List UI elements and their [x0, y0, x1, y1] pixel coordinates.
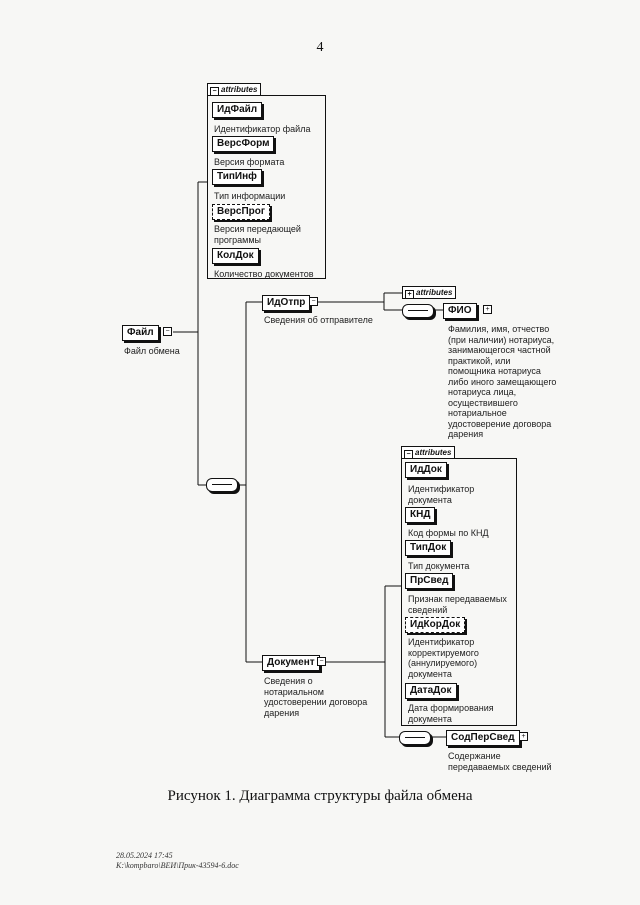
attr-koldok[interactable]: КолДок [212, 248, 259, 264]
doc-attributes-header[interactable]: −attributes [401, 446, 456, 459]
element-fio-desc: Фамилия, имя, отчество(при наличии) нота… [448, 324, 557, 439]
attr-tipinf[interactable]: ТипИнф [212, 169, 262, 185]
attr-datadok[interactable]: ДатаДок [405, 683, 457, 699]
expand-icon: + [405, 290, 414, 299]
figure-caption: Рисунок 1. Диаграмма структуры файла обм… [167, 788, 473, 804]
attr-koldok-desc: Количество документов [214, 269, 314, 279]
sequence-compositor-icon[interactable] [399, 731, 431, 745]
attr-tipdok[interactable]: ТипДок [405, 540, 452, 556]
root-attributes-header[interactable]: −attributes [207, 83, 262, 96]
element-idotpr-desc: Сведения об отправителе [264, 315, 373, 325]
attr-idfail-desc: Идентификатор файла [214, 124, 311, 134]
element-fio[interactable]: ФИО [443, 303, 477, 319]
attr-knd-desc: Код формы по КНД [408, 528, 489, 538]
element-idotpr[interactable]: ИдОтпр [262, 295, 311, 311]
attr-idkordok[interactable]: ИдКорДок [405, 617, 466, 633]
attr-versform-desc: Версия формата [214, 157, 285, 167]
footer-file-path: K:\kompbaro\ВЕИ\Прик-43594-6.doc [116, 861, 239, 870]
root-node-desc: Файл обмена [124, 346, 180, 356]
collapse-icon: − [404, 450, 413, 459]
expand-icon[interactable]: + [519, 732, 528, 741]
expand-icon[interactable]: − [309, 297, 318, 306]
expand-icon[interactable]: − [163, 327, 172, 336]
attr-iddok[interactable]: ИдДок [405, 462, 447, 478]
footer-timestamp: 28.05.2024 17:45 [116, 851, 173, 860]
attr-tipinf-desc: Тип информации [214, 191, 286, 201]
root-attributes-group [207, 95, 326, 279]
attr-versprog[interactable]: ВерсПрог [212, 204, 271, 220]
attr-idfail[interactable]: ИдФайл [212, 102, 263, 118]
collapse-icon: − [210, 87, 219, 96]
attr-prsved[interactable]: ПрСвед [405, 573, 454, 589]
attr-versprog-desc: Версия передающей программы [214, 224, 301, 245]
expand-icon[interactable]: + [483, 305, 492, 314]
sequence-compositor-icon[interactable] [206, 478, 238, 492]
element-dokument[interactable]: Документ [262, 655, 320, 671]
expand-icon[interactable]: − [317, 657, 326, 666]
element-sodpersved[interactable]: СодПерСвед [446, 730, 520, 746]
root-node-fail[interactable]: Файл [122, 325, 159, 341]
page-number: 4 [316, 40, 324, 55]
sender-attributes-header[interactable]: +attributes [402, 286, 457, 299]
attr-knd[interactable]: КНД [405, 507, 436, 523]
attr-tipdok-desc: Тип документа [408, 561, 470, 571]
doc-attributes-group [401, 458, 517, 726]
attr-versform[interactable]: ВерсФорм [212, 136, 275, 152]
sequence-compositor-icon[interactable] [402, 304, 434, 318]
